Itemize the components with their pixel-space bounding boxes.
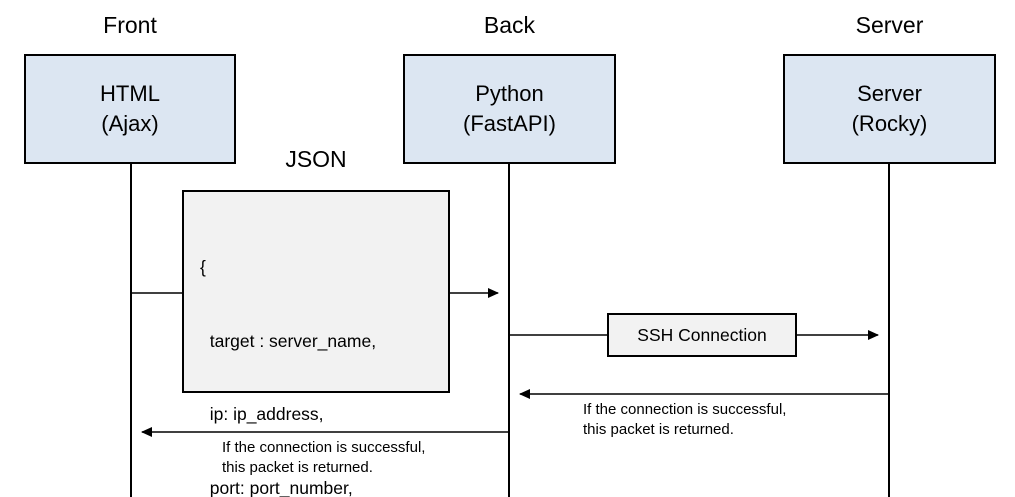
actor-front-subtitle: (Ajax) (101, 111, 159, 136)
actor-server-subtitle: (Rocky) (851, 111, 928, 136)
json-line-target: target : server_name, (200, 330, 377, 351)
json-note-box[interactable]: { target : server_name, ip: ip_address, … (182, 190, 450, 497)
actor-box-server[interactable]: Server (Rocky) (783, 54, 996, 164)
actor-back-name: Python (475, 81, 544, 106)
json-line-open: { (200, 257, 206, 277)
actor-back-subtitle: (FastAPI) (463, 111, 556, 136)
json-note-title: JSON (285, 146, 347, 172)
actor-front-name: HTML (100, 81, 160, 106)
actor-box-front[interactable]: HTML (Ajax) (24, 54, 236, 164)
json-line-port: port: port_number, (200, 477, 353, 497)
column-title-back: Back (483, 12, 536, 38)
actor-box-back[interactable]: Python (FastAPI) (403, 54, 616, 164)
json-line-ip: ip: ip_address, (200, 404, 324, 424)
column-title-front: Front (103, 12, 157, 38)
column-title-server: Server (855, 12, 924, 38)
ssh-connection-box[interactable]: SSH Connection (607, 313, 797, 357)
caption-server-response: If the connection is successful, this pa… (583, 400, 787, 440)
actor-server-name: Server (857, 81, 922, 106)
ssh-connection-label: SSH Connection (637, 324, 767, 345)
caption-back-response: If the connection is successful, this pa… (222, 438, 426, 478)
